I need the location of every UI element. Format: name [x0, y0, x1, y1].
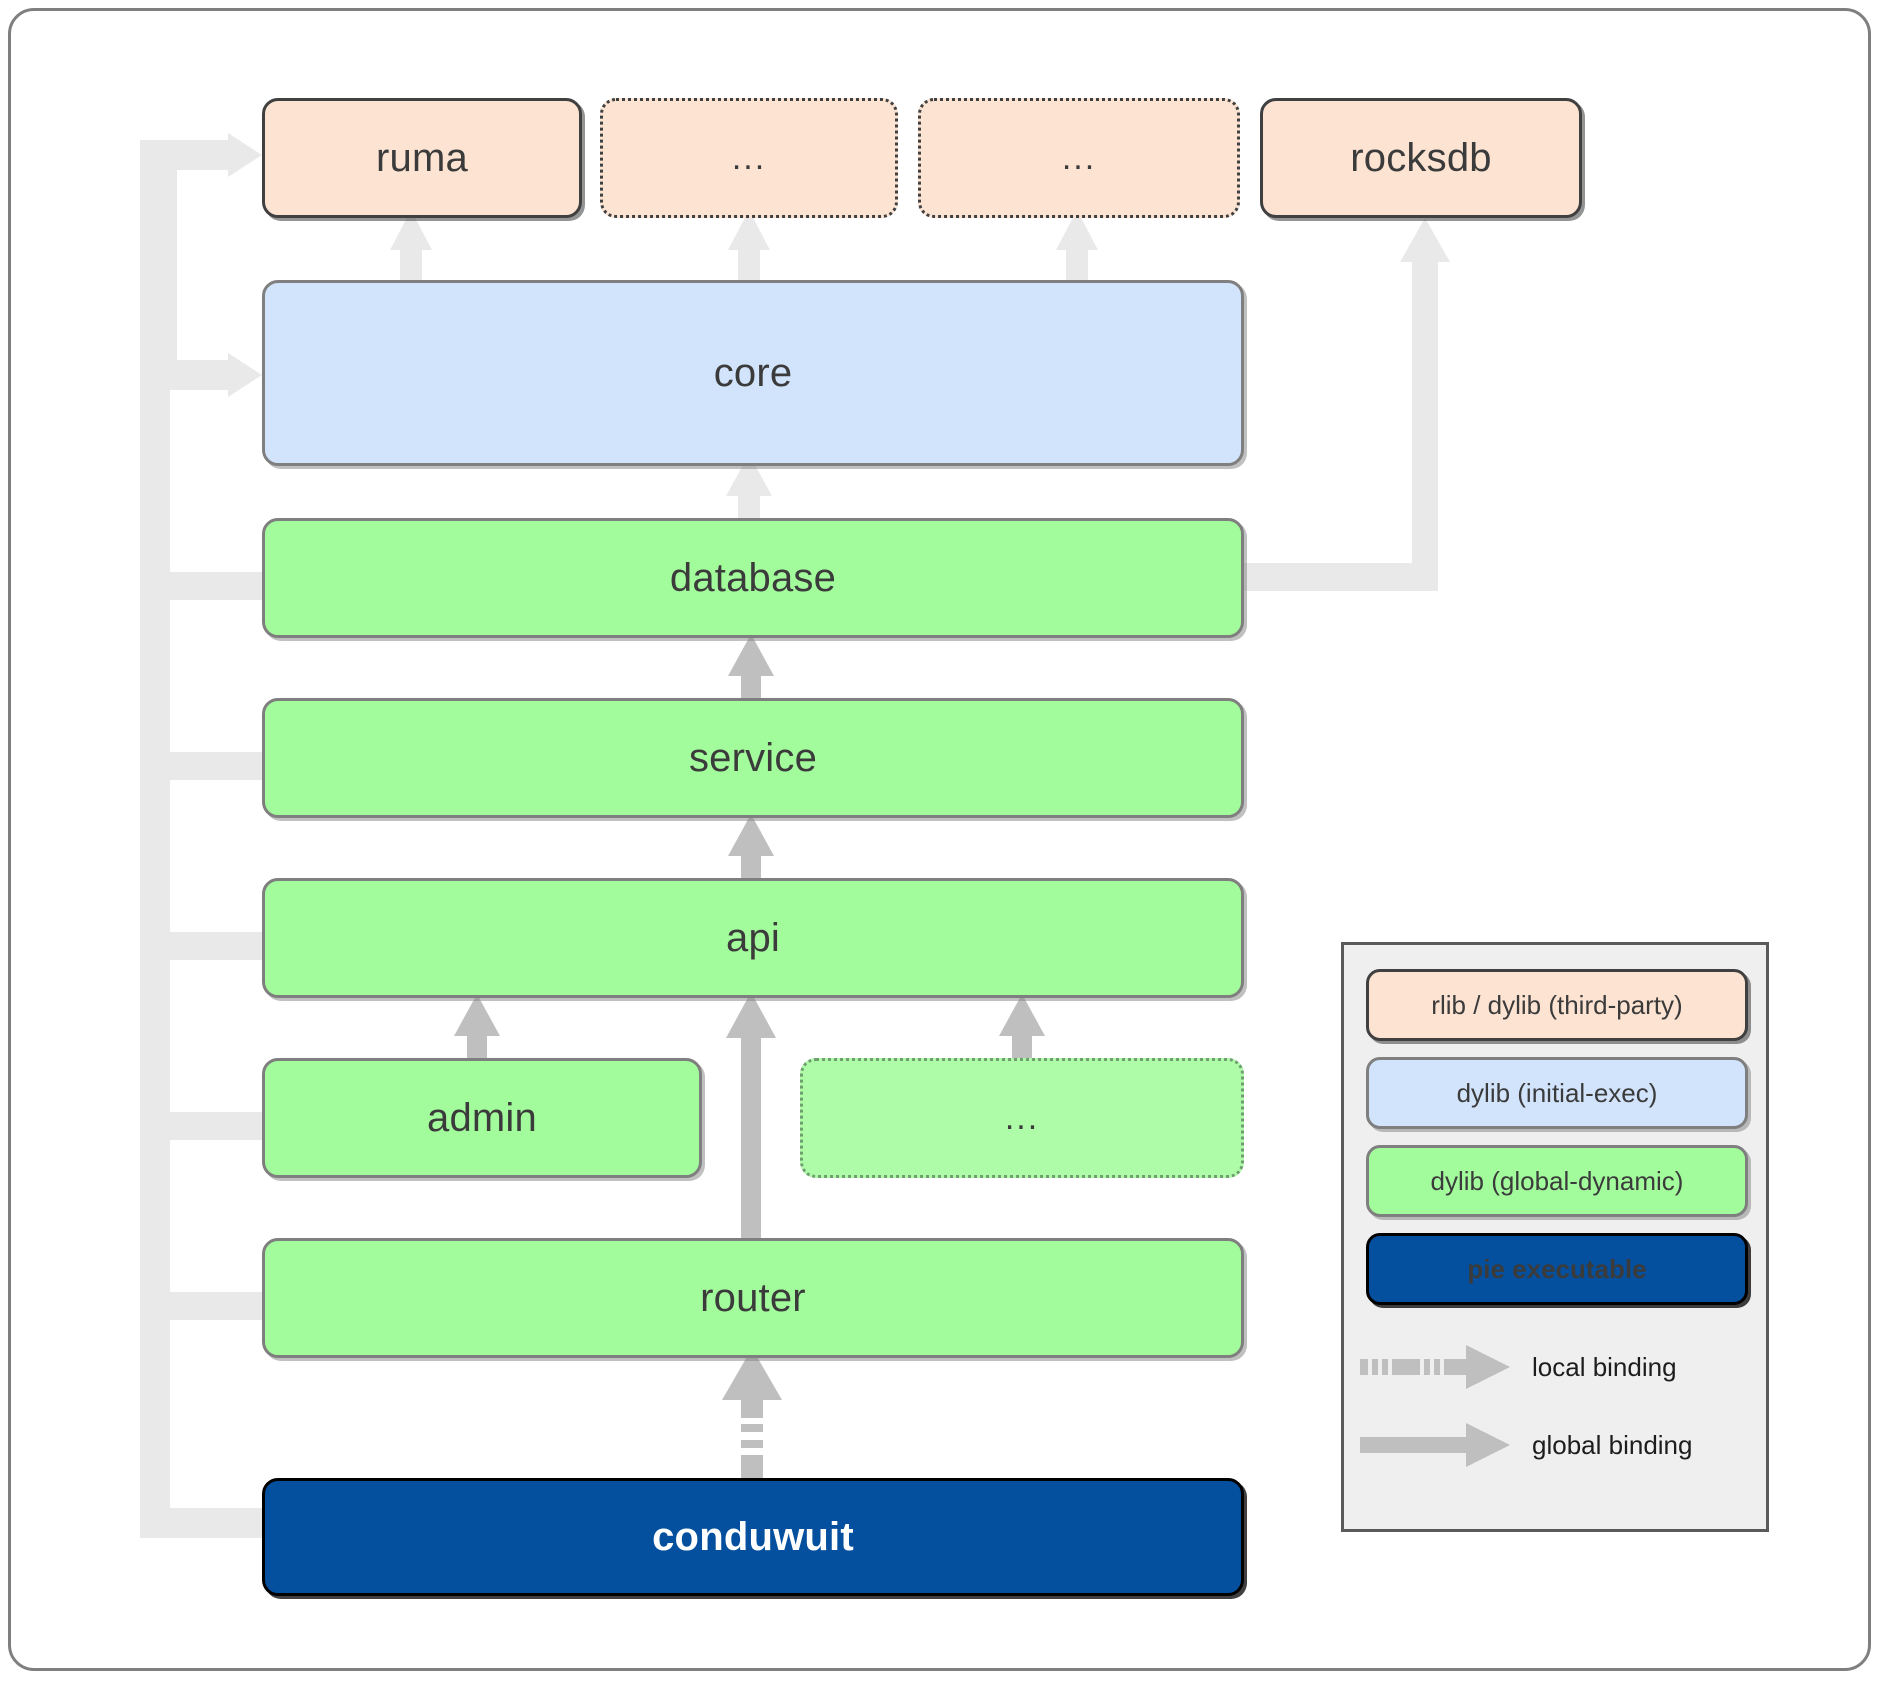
node-database-label: database: [669, 555, 837, 600]
legend-row-global-binding-label: global binding: [1532, 1429, 1693, 1460]
legend-swatch-initial-exec: dylib (initial-exec): [1366, 1057, 1748, 1129]
node-plugin-label: ...: [1004, 1098, 1040, 1137]
legend-swatch-global-dynamic: dylib (global-dynamic): [1366, 1145, 1748, 1217]
node-router-label: router: [700, 1275, 806, 1320]
node-ruma[interactable]: ruma: [262, 98, 582, 218]
node-database[interactable]: database: [262, 518, 1244, 638]
legend-row-global-binding: global binding: [1358, 1415, 1758, 1475]
node-admin-label: admin: [427, 1095, 537, 1140]
legend-swatch-executable-label: pie executable: [1467, 1253, 1647, 1284]
node-core-label: core: [713, 350, 793, 395]
legend-swatch-executable: pie executable: [1366, 1233, 1748, 1305]
node-service-label: service: [688, 735, 818, 780]
node-ruma-label: ruma: [376, 135, 468, 180]
legend-row-local-binding: local binding: [1358, 1337, 1758, 1397]
legend-panel: rlib / dylib (third-party) dylib (initia…: [1341, 942, 1769, 1532]
node-conduwuit[interactable]: conduwuit: [262, 1478, 1244, 1596]
node-api[interactable]: api: [262, 878, 1244, 998]
node-ext-b[interactable]: ...: [918, 98, 1240, 218]
legend-swatch-third-party: rlib / dylib (third-party): [1366, 969, 1748, 1041]
node-plugin[interactable]: ...: [800, 1058, 1244, 1178]
node-ext-a-label: ...: [731, 138, 767, 177]
solid-arrow-icon: [1360, 1423, 1510, 1467]
node-router[interactable]: router: [262, 1238, 1244, 1358]
node-rocksdb-label: rocksdb: [1350, 135, 1492, 180]
legend-swatch-third-party-label: rlib / dylib (third-party): [1431, 989, 1683, 1020]
node-api-label: api: [726, 915, 780, 960]
node-core[interactable]: core: [262, 280, 1244, 466]
node-admin[interactable]: admin: [262, 1058, 702, 1178]
legend-row-local-binding-label: local binding: [1532, 1351, 1677, 1382]
node-ext-b-label: ...: [1061, 138, 1097, 177]
legend-swatch-initial-exec-label: dylib (initial-exec): [1456, 1077, 1658, 1108]
node-service[interactable]: service: [262, 698, 1244, 818]
legend-swatch-global-dynamic-label: dylib (global-dynamic): [1430, 1165, 1684, 1196]
node-rocksdb[interactable]: rocksdb: [1260, 98, 1582, 218]
node-conduwuit-label: conduwuit: [652, 1514, 854, 1559]
dashed-arrow-icon: [1360, 1345, 1510, 1389]
node-ext-a[interactable]: ...: [600, 98, 898, 218]
